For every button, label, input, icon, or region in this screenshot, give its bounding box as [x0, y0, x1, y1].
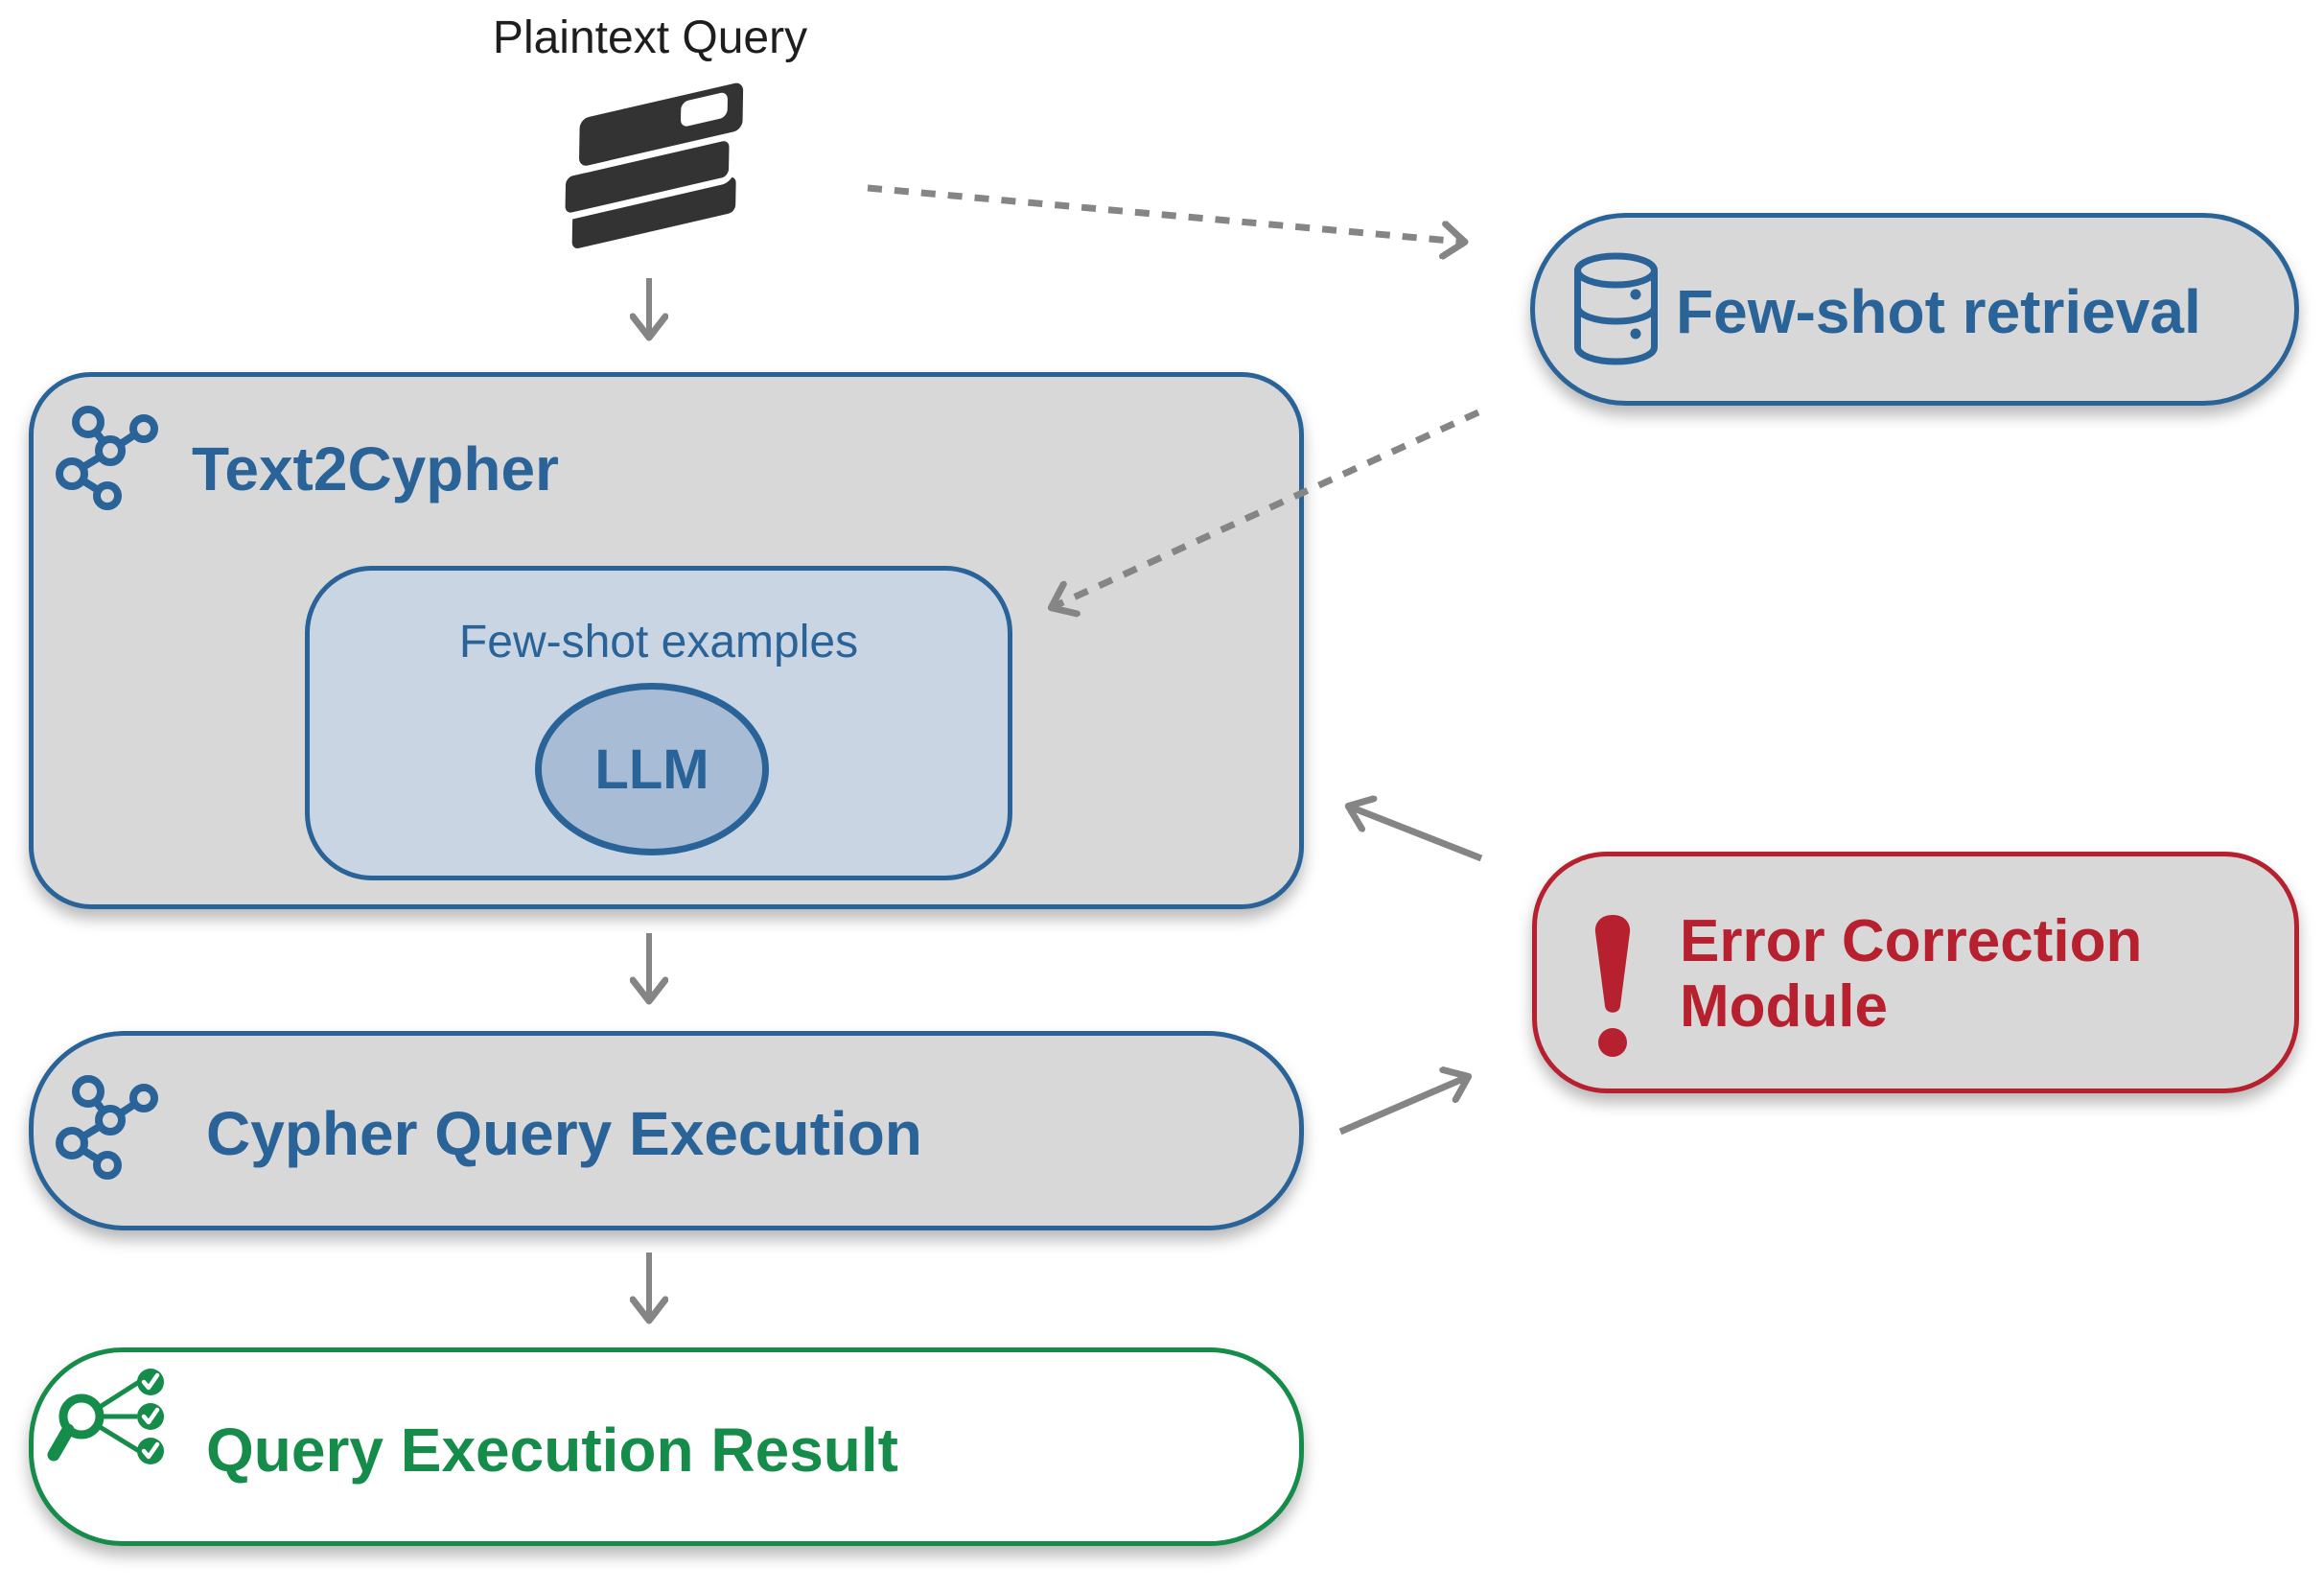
arrow-cypher-to-error [1338, 1078, 1465, 1135]
exclamation-icon [1594, 915, 1631, 1057]
query-execution-result-box [29, 1347, 1304, 1546]
query-execution-result-label: Query Execution Result [206, 1416, 898, 1485]
error-label-line2: Module [1680, 973, 1888, 1040]
error-label-line1: Error Correction [1680, 908, 2143, 974]
llm-label: LLM [594, 737, 709, 801]
search-graph-check-icon [47, 1369, 164, 1464]
dashed-arrow-plaintext-to-retrieval [867, 184, 1461, 242]
text2cypher-label: Text2Cypher [192, 434, 559, 503]
cypher-query-execution-box [29, 1031, 1304, 1230]
few-shot-retrieval-box [1530, 213, 2299, 406]
error-correction-module-box [1532, 852, 2299, 1093]
llm-node: LLM [535, 683, 769, 855]
dashed-arrow-retrieval-to-examples [1055, 409, 1480, 606]
error-correction-module-label: Error Correction Module [1680, 909, 2142, 1040]
arrow-error-to-text2cypher [1352, 808, 1483, 862]
few-shot-retrieval-label: Few-shot retrieval [1676, 277, 2201, 346]
graph-icon [56, 406, 158, 510]
plaintext-query-label: Plaintext Query [492, 12, 808, 63]
graph-icon [56, 1075, 158, 1180]
cypher-query-execution-label: Cypher Query Execution [206, 1099, 922, 1168]
books-icon [558, 76, 750, 256]
database-icon [1574, 252, 1658, 365]
few-shot-examples-label: Few-shot examples [458, 617, 859, 667]
